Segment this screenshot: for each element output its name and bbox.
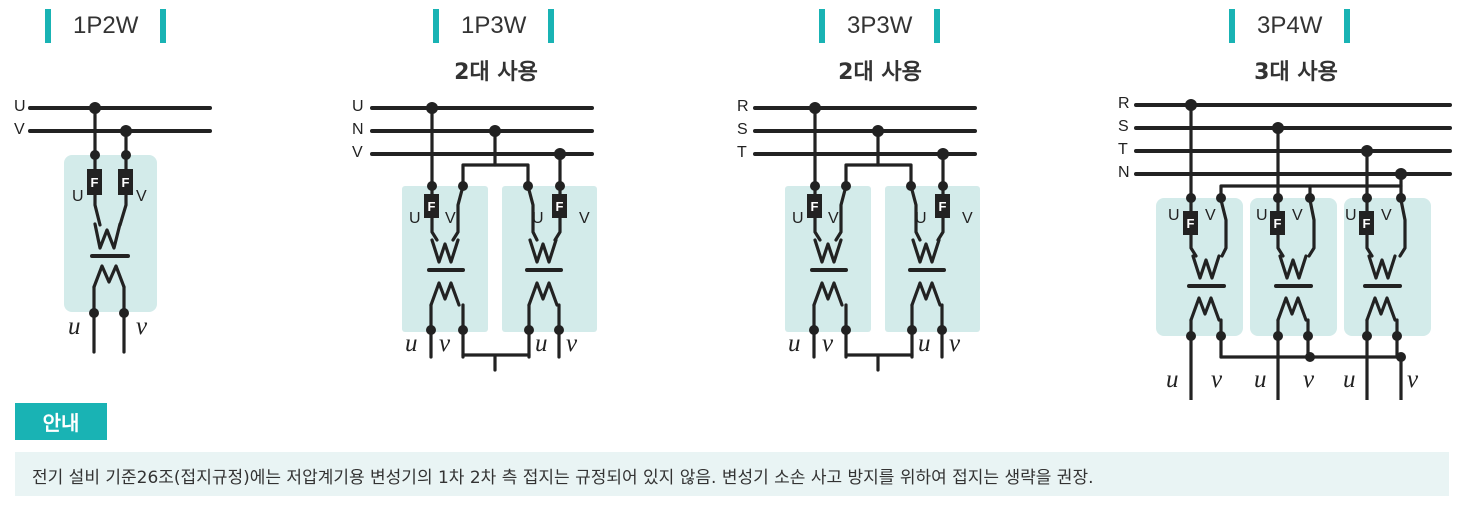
- terminal-label: V: [828, 210, 839, 227]
- accent-bar: [45, 9, 51, 43]
- terminal-label: V: [962, 210, 973, 227]
- secondary-label: u: [1166, 366, 1179, 393]
- wiring-diagram: F F F F F F F F F: [28, 99, 1452, 400]
- terminal-label: U: [409, 210, 421, 227]
- line-label: V: [352, 144, 363, 161]
- fuse-label: F: [122, 175, 130, 190]
- subtitle-1p3w: 2대 사용: [454, 60, 538, 85]
- notice-box: 전기 설비 기준26조(접지규정)에는 저압계기용 변성기의 1차 2차 측 접…: [15, 452, 1449, 496]
- terminal-label: V: [1381, 207, 1392, 224]
- subtitle-3p4w: 3대 사용: [1254, 60, 1338, 85]
- vt-box: [1156, 198, 1243, 336]
- line-label: S: [1118, 118, 1129, 135]
- terminal-label: V: [1292, 207, 1303, 224]
- fuse-label: F: [91, 175, 99, 190]
- accent-bar: [548, 9, 555, 43]
- header-3p3w: 3P3W: [819, 8, 941, 44]
- secondary-label: u: [405, 330, 418, 357]
- terminal-label: U: [532, 210, 544, 227]
- fuse-icon: [1359, 211, 1374, 235]
- fuse-label: F: [556, 199, 564, 214]
- header-title: 1P2W: [73, 12, 139, 39]
- fuse-icon: [87, 169, 102, 195]
- terminal-label: U: [915, 210, 927, 227]
- secondary-label: u: [68, 313, 81, 340]
- line-label: R: [737, 98, 749, 115]
- vt-box: [402, 186, 488, 332]
- fuse-label: F: [939, 199, 947, 214]
- secondary-label: v: [1303, 366, 1315, 393]
- accent-bar: [160, 9, 167, 43]
- terminal-label: V: [136, 188, 147, 205]
- fuse-icon: [1183, 211, 1198, 235]
- terminal-label: U: [1168, 207, 1180, 224]
- accent-bar: [1344, 9, 1351, 43]
- line-label: U: [352, 98, 364, 115]
- subtitle-3p3w: 2대 사용: [838, 60, 922, 85]
- terminal-label: U: [792, 210, 804, 227]
- secondary-label: v: [566, 330, 578, 357]
- fuse-label: F: [1363, 216, 1371, 231]
- fuse-icon: [552, 194, 567, 218]
- fuse-label: F: [811, 199, 819, 214]
- secondary-label: v: [1407, 366, 1419, 393]
- terminal-label: V: [579, 210, 590, 227]
- line-label: V: [14, 121, 25, 138]
- fuse-label: F: [1274, 216, 1282, 231]
- fuse-icon: [424, 194, 439, 218]
- line-label: U: [14, 98, 26, 115]
- terminal-label: U: [1256, 207, 1268, 224]
- fuse-label: F: [1187, 216, 1195, 231]
- vt-box: [64, 155, 157, 312]
- header-title: 3P4W: [1257, 12, 1323, 39]
- header-1p3w: 1P3W: [433, 8, 555, 44]
- line-label: S: [737, 121, 748, 138]
- terminal-label: U: [72, 188, 84, 205]
- accent-bar: [934, 9, 941, 43]
- notice-badge: 안내: [15, 403, 107, 440]
- terminal-label: V: [445, 210, 456, 227]
- fuse-icon: [935, 194, 950, 218]
- fuse-label: F: [428, 199, 436, 214]
- accent-bar: [1229, 9, 1235, 43]
- vt-box: [785, 186, 871, 332]
- terminal-label: U: [1345, 207, 1357, 224]
- line-label: R: [1118, 95, 1130, 112]
- secondary-label: u: [788, 330, 801, 357]
- secondary-label: v: [136, 313, 148, 340]
- notice-text: 전기 설비 기준26조(접지규정)에는 저압계기용 변성기의 1차 2차 측 접…: [32, 468, 1094, 488]
- line-label: T: [1118, 141, 1128, 158]
- fuse-icon: [1270, 211, 1285, 235]
- secondary-label: u: [1254, 366, 1267, 393]
- line-label: N: [352, 121, 364, 138]
- header-1p2w: 1P2W: [45, 8, 167, 44]
- header-3p4w: 3P4W: [1229, 8, 1351, 44]
- secondary-label: v: [822, 330, 834, 357]
- accent-bar: [433, 9, 439, 43]
- secondary-label: u: [918, 330, 931, 357]
- fuse-icon: [118, 169, 133, 195]
- secondary-label: v: [1211, 366, 1223, 393]
- secondary-label: v: [439, 330, 451, 357]
- secondary-label: v: [949, 330, 961, 357]
- header-title: 1P3W: [461, 12, 527, 39]
- terminal-label: V: [1205, 207, 1216, 224]
- secondary-label: u: [1343, 366, 1356, 393]
- fuse-icon: [807, 194, 822, 218]
- secondary-label: u: [535, 330, 548, 357]
- accent-bar: [819, 9, 825, 43]
- line-label: N: [1118, 164, 1130, 181]
- line-label: T: [737, 144, 747, 161]
- header-title: 3P3W: [847, 12, 913, 39]
